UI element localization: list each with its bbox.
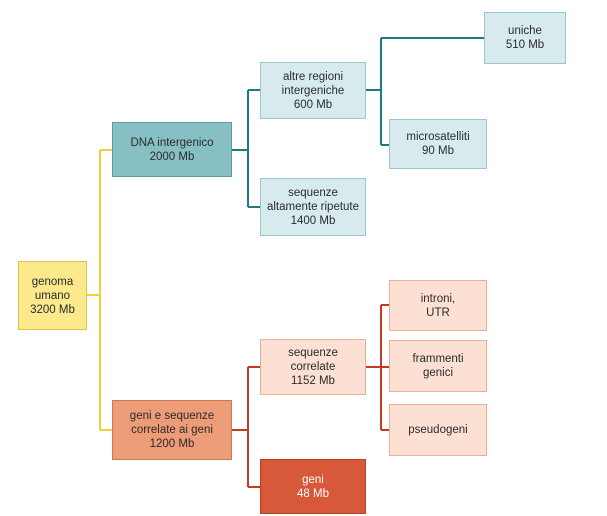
node-genome: genoma umano 3200 Mb [18, 261, 87, 330]
node-introns-line1: introni, [420, 292, 456, 305]
node-introns-line2: UTR [426, 306, 450, 319]
node-other-intergenic: altre regioni intergeniche 600 Mb [260, 62, 366, 119]
node-microsatellites-line2: 90 Mb [422, 145, 454, 157]
node-repeated: sequenze altamente ripetute 1400 Mb [260, 178, 366, 236]
connector-related-seq [366, 304, 389, 431]
node-unique-line2: 510 Mb [505, 39, 545, 51]
node-genes-related: geni e sequenze correlate ai geni 1200 M… [112, 400, 232, 460]
node-related-seq: sequenze correlate 1152 Mb [260, 339, 366, 395]
node-genes-related-line3: 1200 Mb [149, 438, 195, 450]
node-other-intergenic-line1: altre regioni [282, 70, 344, 83]
node-gene-fragments-line1: frammenti [412, 353, 464, 365]
node-related-seq-line1: sequenze [288, 347, 338, 359]
node-other-intergenic-line2: intergeniche [281, 84, 345, 97]
node-dna-intergenic-line2: 2000 Mb [149, 150, 195, 163]
node-pseudogenes: pseudogeni [389, 404, 487, 456]
node-related-seq-line2: correlate [290, 361, 336, 373]
connector-other-intergenic [366, 37, 484, 146]
node-gene-fragments: frammenti genici [389, 340, 487, 392]
node-genes-line2: 48 Mb [297, 487, 329, 500]
node-pseudogenes-line1: pseudogeni [408, 424, 468, 436]
node-gene-fragments-line2: genici [422, 367, 454, 379]
node-genome-line2: umano [34, 289, 71, 302]
node-genome-line1: genoma [31, 275, 74, 288]
connector-genes-related [232, 366, 260, 488]
node-genes-related-line2: correlate ai geni [131, 424, 213, 436]
connector-genome [87, 149, 112, 431]
node-microsatellites-line1: microsatelliti [406, 131, 470, 143]
node-repeated-line1: sequenze [288, 187, 338, 199]
node-unique-line1: uniche [508, 25, 542, 37]
node-microsatellites: microsatelliti 90 Mb [389, 119, 487, 169]
node-genome-line3: 3200 Mb [30, 303, 75, 316]
node-related-seq-line3: 1152 Mb [291, 375, 335, 387]
node-dna-intergenic: DNA intergenico 2000 Mb [112, 122, 232, 177]
node-other-intergenic-line3: 600 Mb [293, 98, 333, 111]
node-genes-related-line1: geni e sequenze [129, 410, 215, 422]
node-unique: uniche 510 Mb [484, 12, 566, 64]
node-repeated-line2: altamente ripetute [266, 201, 360, 213]
connector-dna-intergenic [232, 89, 260, 208]
node-genes: geni 48 Mb [260, 459, 366, 514]
node-genes-line1: geni [302, 473, 324, 486]
node-repeated-line3: 1400 Mb [290, 215, 336, 227]
node-dna-intergenic-line1: DNA intergenico [130, 136, 214, 149]
node-introns: introni, UTR [389, 280, 487, 331]
